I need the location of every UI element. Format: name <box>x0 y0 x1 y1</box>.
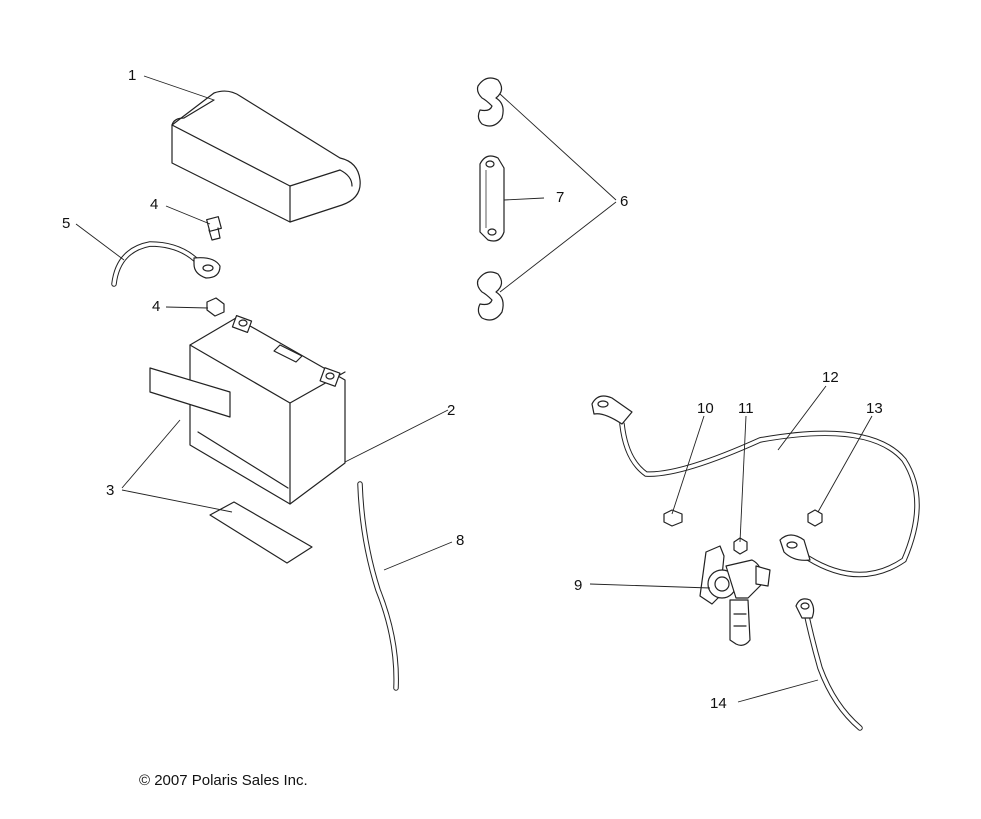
callout-4-upper: 4 <box>150 196 158 213</box>
decal-label-lower[interactable] <box>209 501 313 564</box>
battery-cover[interactable] <box>171 90 361 223</box>
bolt-10[interactable] <box>663 509 683 527</box>
terminal-bolt-lower[interactable] <box>206 297 225 317</box>
long-cable-8[interactable] <box>357 481 399 691</box>
clip-lower[interactable] <box>476 271 504 321</box>
leader-lines <box>75 75 873 703</box>
decal-label-upper[interactable] <box>149 367 231 418</box>
solenoid-9[interactable] <box>699 545 771 646</box>
callout-2: 2 <box>447 402 455 419</box>
nut-13[interactable] <box>807 509 823 527</box>
callout-5: 5 <box>62 215 70 232</box>
callout-10: 10 <box>697 400 714 417</box>
copyright-notice: © 2007 Polaris Sales Inc. <box>139 772 308 789</box>
callout-14: 14 <box>710 695 727 712</box>
clip-upper[interactable] <box>476 77 504 127</box>
callout-4-lower: 4 <box>152 298 160 315</box>
callout-1: 1 <box>128 67 136 84</box>
solenoid-cable-12[interactable] <box>591 395 920 578</box>
callout-12: 12 <box>822 369 839 386</box>
callout-8: 8 <box>456 532 464 549</box>
battery[interactable] <box>189 315 346 505</box>
callout-11: 11 <box>738 400 754 417</box>
callout-9: 9 <box>574 577 582 594</box>
cable-14[interactable] <box>795 598 863 731</box>
short-battery-cable[interactable] <box>111 241 221 287</box>
callout-3: 3 <box>106 482 114 499</box>
callout-labels: 1 2 3 4 4 5 6 7 8 9 10 11 12 13 14 <box>62 67 883 712</box>
terminal-bolt-upper[interactable] <box>206 216 222 241</box>
callout-13: 13 <box>866 400 883 417</box>
link-bar[interactable] <box>479 155 505 242</box>
callout-7: 7 <box>556 189 564 206</box>
callout-6: 6 <box>620 193 628 210</box>
